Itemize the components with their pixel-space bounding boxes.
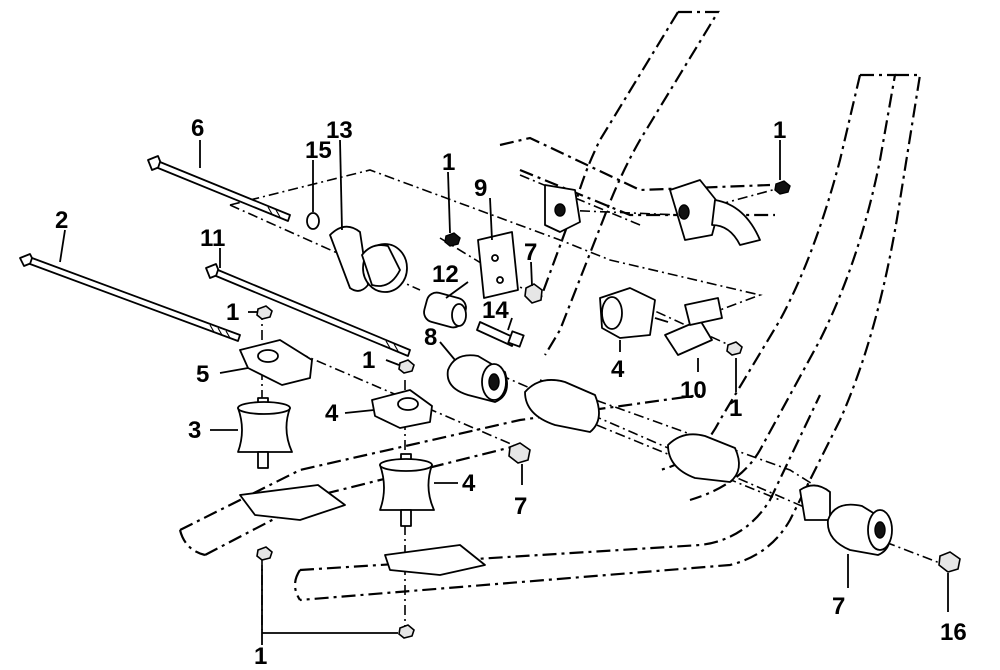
- mount-4-center: [379, 453, 435, 527]
- washer-9: [306, 212, 320, 230]
- mount-4-left: [237, 397, 293, 469]
- callout-12: 11: [200, 225, 225, 252]
- callout-7: 16: [940, 619, 967, 646]
- callout-4: 4: [611, 356, 625, 383]
- callout-8: 8: [424, 324, 437, 351]
- bracket-6: [239, 339, 313, 386]
- callout-7: 7: [514, 493, 527, 520]
- leader-lines: [59, 139, 949, 645]
- callout-1: 1: [362, 347, 375, 374]
- callout-9: 15: [305, 137, 332, 164]
- callout-16: 13: [326, 117, 353, 144]
- callout-4: 4: [462, 470, 476, 497]
- bushing-14: [423, 291, 467, 329]
- callout-6: 5: [196, 361, 209, 388]
- bolt-12: [205, 263, 411, 357]
- nut-1-g: [726, 341, 743, 356]
- nut-7-middle: [508, 442, 531, 464]
- callout-1: 1: [226, 299, 239, 326]
- callout-1: 1: [773, 117, 786, 144]
- callouts: 6 2 15 13 1 9 1 11 7 12 14 8 1 1 5 4 3 4…: [55, 115, 967, 670]
- nut-7-upper: [524, 283, 543, 304]
- bracket-13: [664, 297, 723, 356]
- callout-4: 3: [188, 417, 201, 444]
- frame-bracket-right: [669, 179, 761, 246]
- plate-10: [477, 231, 519, 299]
- callout-1: 1: [442, 149, 455, 176]
- callout-5: 4: [325, 400, 339, 427]
- nut-1-c: [256, 305, 273, 320]
- callout-3: 6: [191, 115, 204, 142]
- callout-2: 2: [55, 207, 68, 234]
- callout-1: 1: [254, 643, 267, 670]
- bracket-16: [329, 225, 408, 293]
- nut-7-lower: [938, 551, 961, 573]
- nut-1-b: [774, 180, 791, 195]
- callout-1: 1: [729, 395, 742, 422]
- bushing-11: [827, 503, 893, 556]
- callout-7: 7: [524, 239, 537, 266]
- mount-4-upper: [599, 287, 669, 339]
- callout-10: 9: [474, 175, 487, 202]
- pin-15: [476, 321, 525, 348]
- nut-1-d: [398, 359, 415, 374]
- callout-11: 7: [832, 593, 845, 620]
- nut-1-f: [398, 624, 415, 639]
- frame-bracket-center: [544, 184, 581, 233]
- bracket-5: [371, 389, 433, 429]
- bolt-2: [19, 253, 241, 342]
- bushing-8: [446, 354, 508, 403]
- callout-15: 14: [482, 297, 509, 324]
- nut-1-e: [256, 546, 273, 561]
- callout-13: 10: [680, 377, 707, 404]
- nut-1-a: [444, 232, 461, 247]
- rail-brackets: [239, 484, 486, 576]
- bolt-3: [147, 155, 291, 222]
- frame-sleeves: [524, 379, 831, 521]
- callout-14: 12: [432, 261, 459, 288]
